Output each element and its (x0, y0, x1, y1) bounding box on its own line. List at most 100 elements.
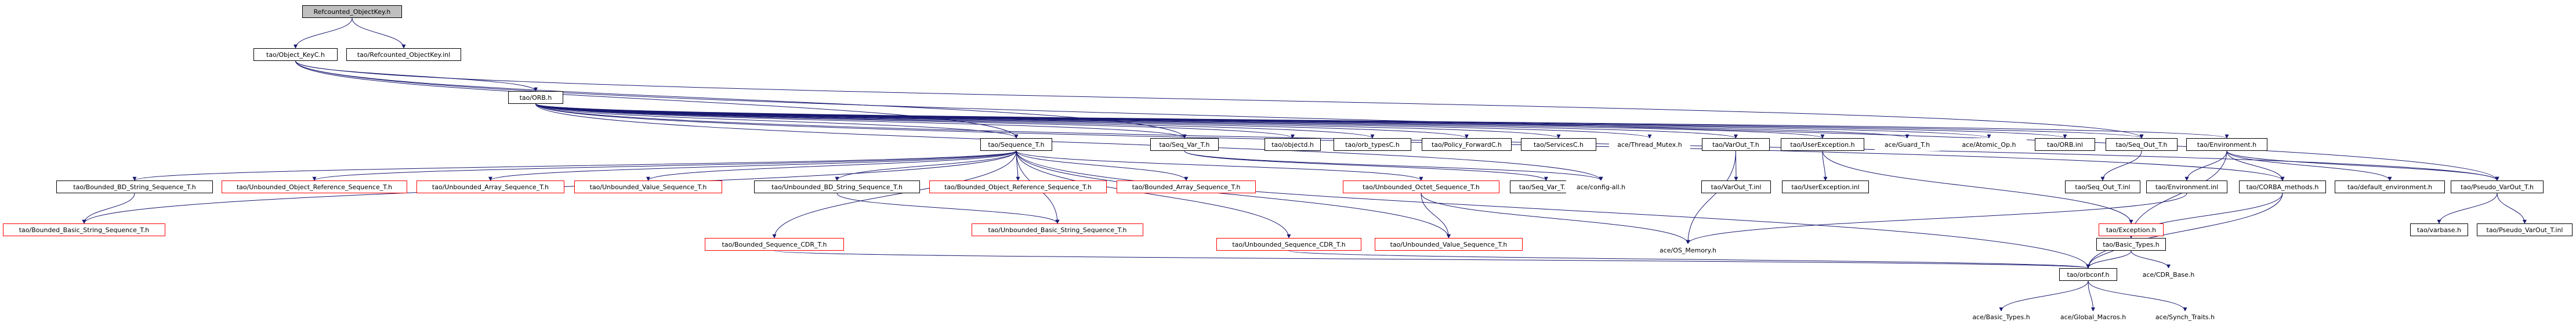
edge-environment_inl-to-os_memory (1686, 193, 2187, 244)
node-refcounted-objectkey-inl[interactable]: tao/Refcounted_ObjectKey.inl (346, 48, 461, 61)
node-seq-var-t-h[interactable]: tao/Seq_Var_T.h (1150, 138, 1219, 151)
node-sequence-t-h[interactable]: tao/Sequence_T.h (980, 138, 1052, 151)
node-refcounted-objectkey-h[interactable]: Refcounted_ObjectKey.h (302, 5, 402, 18)
edge-userexception-to-exception (1822, 150, 2133, 224)
edge-sequence_t-to-bounded_bd_string (132, 150, 1017, 181)
node-bounded-object-reference-sequence-t-h[interactable]: tao/Bounded_Object_Reference_Sequence_T.… (929, 180, 1107, 193)
edge-sequence_t-to-unbounded_seq_cdr (1016, 150, 1291, 239)
node-environment-inl[interactable]: tao/Environment.inl (2146, 180, 2227, 193)
edge-pseudo_varout-to-pseudo_varout_inl (2497, 193, 2527, 224)
node-guard-t-h: ace/Guard_T.h (1875, 138, 1940, 151)
edge-orb-to-policy_forwardc (535, 103, 1469, 139)
node-basic-types-h[interactable]: tao/Basic_Types.h (2096, 238, 2166, 251)
edge-orb-to-sequence_t (535, 103, 1019, 139)
edge-sequence_t-to-unbounded_bd_string (835, 150, 1017, 181)
edge-sequence_t-to-bounded_seq_cdr (772, 150, 1017, 239)
node-bounded-basic-string-sequence-t-h[interactable]: tao/Bounded_Basic_String_Sequence_T.h (3, 223, 165, 236)
node-objectd-h[interactable]: tao/objectd.h (1265, 138, 1321, 151)
node-bounded-bd-string-sequence-t-h[interactable]: tao/Bounded_BD_String_Sequence_T.h (56, 180, 213, 193)
node-unbounded-octet-sequence-t-h[interactable]: tao/Unbounded_Octet_Sequence_T.h (1343, 180, 1499, 193)
edge-object_keyc-to-sequence_t (295, 60, 1019, 139)
edge-environment-to-default_environment (2226, 150, 2392, 181)
node-default-environment-h[interactable]: tao/default_environment.h (2335, 180, 2445, 193)
edge-orb-to-pseudo_varout (535, 103, 2499, 181)
node-ace-basic-types-h: ace/Basic_Types.h (1963, 311, 2039, 323)
edge-pseudo_varout-to-varbase (2437, 193, 2498, 224)
edge-object_keyc-to-orb (295, 60, 538, 92)
edge-sequence_t-to-unbounded_objref (312, 150, 1017, 181)
node-cdr-base-h: ace/CDR_Base.h (2135, 268, 2202, 281)
node-varout-t-h[interactable]: tao/VarOut_T.h (1702, 138, 1770, 151)
edge-object_keyc-to-seq_out_t (295, 60, 2144, 139)
edge-sequence_t-to-orbconf (1016, 150, 2090, 269)
edge-unbounded_bd_string-to-unbounded_basic_string (836, 193, 1060, 224)
node-userexception-h[interactable]: tao/UserException.h (1781, 138, 1864, 151)
node-pseudo-varout-t-h[interactable]: tao/Pseudo_VarOut_T.h (2451, 180, 2544, 193)
node-bounded-array-sequence-t-h[interactable]: tao/Bounded_Array_Sequence_T.h (1117, 180, 1256, 193)
edge-sequence_t-to-unbounded_array (488, 150, 1017, 181)
node-orb-typesc-h[interactable]: tao/orb_typesC.h (1334, 138, 1411, 151)
node-object-keyc-h[interactable]: tao/Object_KeyC.h (253, 48, 338, 61)
node-pseudo-varout-t-inl[interactable]: tao/Pseudo_VarOut_T.inl (2477, 223, 2573, 236)
edge-environment-to-environment_inl (2184, 150, 2227, 181)
node-varout-t-inl[interactable]: tao/VarOut_T.inl (1701, 180, 1771, 193)
node-orb-inl[interactable]: tao/ORB.inl (2035, 138, 2095, 151)
edge-orb-to-guard_t (535, 103, 1909, 139)
node-exception-h[interactable]: tao/Exception.h (2099, 223, 2164, 236)
node-bounded-sequence-cdr-t-h[interactable]: tao/Bounded_Sequence_CDR_T.h (705, 238, 844, 251)
edge-corba_methods-to-orbconf (2086, 193, 2283, 269)
node-unbounded-value-sequence-t-h-lower[interactable]: tao/Unbounded_Value_Sequence_T.h (1375, 238, 1523, 251)
edge-root-to-refcounted_inl (352, 17, 406, 49)
edge-root-to-object_keyc (294, 17, 353, 49)
edge-environment-to-pseudo_varout (2226, 150, 2499, 181)
edge-varout_t-to-os_memory (1686, 150, 1736, 244)
edge-sequence_t-to-unbounded_value (646, 150, 1017, 181)
node-atomic-op-h: ace/Atomic_Op.h (1951, 138, 2027, 151)
node-servicesc-h[interactable]: tao/ServicesC.h (1521, 138, 1596, 151)
node-corba-methods-h[interactable]: tao/CORBA_methods.h (2239, 180, 2326, 193)
node-config-all-h: ace/config-all.h (1566, 180, 1636, 193)
edge-sequence_t-to-unbounded_value_alt (1016, 150, 1451, 239)
edge-bounded_seq_cdr-to-orbconf (774, 250, 2090, 269)
node-unbounded-sequence-cdr-t-h[interactable]: tao/Unbounded_Sequence_CDR_T.h (1216, 238, 1361, 251)
edge-bounded_bd_string-to-bounded_basic_string (82, 193, 135, 224)
edge-basic_types-to-orbconf (2086, 250, 2132, 269)
node-orb-h[interactable]: tao/ORB.h (508, 91, 563, 104)
edge-orb-to-environment (535, 103, 2229, 139)
edge-orb-to-objectd (535, 103, 1295, 139)
edge-environment-to-basic_types (2129, 150, 2227, 239)
node-unbounded-array-sequence-t-h[interactable]: tao/Unbounded_Array_Sequence_T.h (416, 180, 564, 193)
edge-orb-to-servicesc (535, 103, 1561, 139)
node-synch-traits-h: ace/Synch_Traits.h (2147, 311, 2223, 323)
edge-basic_types-to-cdr_base (2131, 250, 2171, 269)
node-seq-out-t-inl[interactable]: tao/Seq_Out_T.inl (2065, 180, 2140, 193)
node-thread-mutex-h: ace/Thread_Mutex.h (1609, 138, 1690, 151)
edge-orb-to-varout_t (535, 103, 1738, 139)
edge-seq_var_t-to-seq_var_inl (1184, 150, 1548, 181)
node-unbounded-basic-string-sequence-t-h[interactable]: tao/Unbounded_Basic_String_Sequence_T.h (972, 223, 1143, 236)
edge-orb-to-atomic_op (535, 103, 1991, 139)
node-varbase-h[interactable]: tao/varbase.h (2410, 223, 2468, 236)
node-unbounded-object-reference-sequence-t-h[interactable]: tao/Unbounded_Object_Reference_Sequence_… (222, 180, 407, 193)
node-os-memory-h: ace/OS_Memory.h (1650, 244, 1726, 257)
node-userexception-inl[interactable]: tao/UserException.inl (1782, 180, 1869, 193)
node-unbounded-bd-string-sequence-t-h[interactable]: tao/Unbounded_BD_String_Sequence_T.h (754, 180, 920, 193)
node-unbounded-value-sequence-t-h[interactable]: tao/Unbounded_Value_Sequence_T.h (574, 180, 722, 193)
node-environment-h[interactable]: tao/Environment.h (2186, 138, 2267, 151)
edge-orb-to-seq_var_t (535, 103, 1187, 139)
edge-unbounded_octet-to-os_memory (1421, 193, 1690, 244)
edge-orbconf-to-synch_traits (2088, 280, 2187, 312)
edge-object_keyc-to-pseudo_varout (295, 60, 2499, 181)
edge-orb-to-config_all (535, 103, 1603, 181)
edge-seq_var_t-to-config_all (1184, 150, 1603, 181)
edge-environment-to-corba_methods (2226, 150, 2285, 181)
edge-orb-to-orb_typesc (535, 103, 1375, 139)
node-policy-forwardc-h[interactable]: tao/Policy_ForwardC.h (1422, 138, 1512, 151)
edge-sequence_t-to-unbounded_octet (1016, 150, 1423, 181)
edge-sequence_t-to-bounded_array (1016, 150, 1189, 181)
node-seq-out-t-h[interactable]: tao/Seq_Out_T.h (2106, 138, 2178, 151)
node-global-macros-h: ace/Global_Macros.h (2051, 311, 2135, 323)
node-orbconf-h[interactable]: tao/orbconf.h (2059, 268, 2117, 281)
